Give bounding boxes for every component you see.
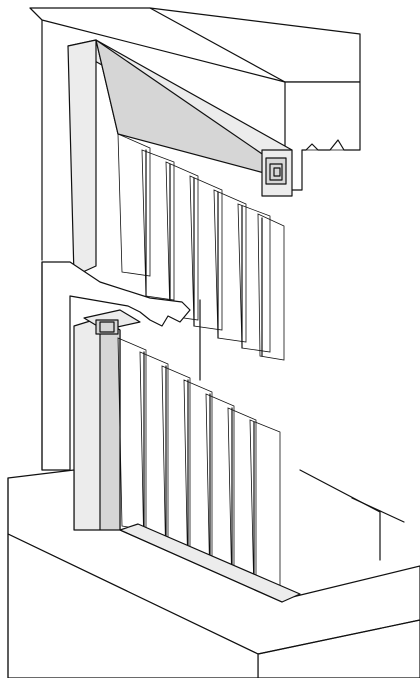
head-profile: [67, 39, 293, 277]
sill-slab: [7, 469, 420, 678]
lintel-wall: [29, 7, 361, 261]
jamb-wall: [41, 261, 201, 471]
top-blades: [117, 133, 285, 361]
jamb-profile: [73, 309, 141, 537]
